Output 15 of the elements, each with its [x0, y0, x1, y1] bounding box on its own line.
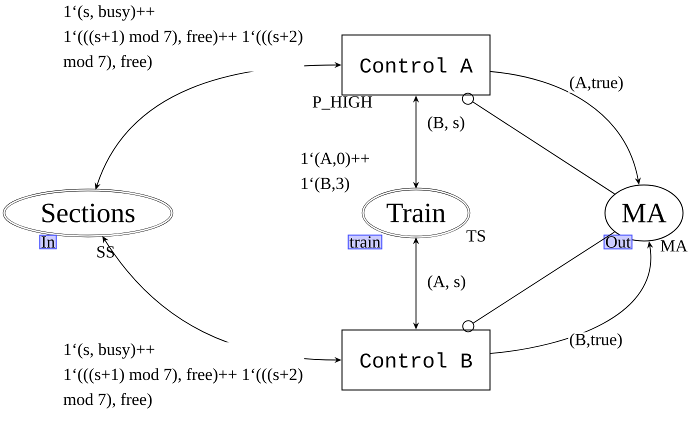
port-tag: train — [348, 234, 382, 250]
transition-box: Control A — [342, 34, 490, 96]
node-caption: MA — [660, 240, 688, 252]
port-tag: In — [39, 234, 57, 250]
arc-inscription: (B, s) — [426, 115, 466, 133]
port-tag: Out — [604, 234, 632, 250]
arc-inscription: (B,true) — [568, 332, 624, 350]
arc — [462, 92, 616, 194]
arc-inscription: (A,true) — [568, 75, 624, 93]
node-caption: P_HIGH — [312, 96, 372, 110]
arc-inscription: 1‘(s, busy)++ 1‘(((s+1) mod 7), free)++ 1‘(((s+2) mod 7), free) — [62, 342, 304, 410]
node-caption: SS — [97, 246, 114, 258]
arc-inscription: (A, s) — [426, 274, 467, 292]
transition-box: Control B — [342, 330, 490, 390]
arc-inscription: 1‘(s, busy)++ 1‘(((s+1) mod 7), free)++ 1‘(((s+2) mod 7), free) — [62, 4, 304, 72]
